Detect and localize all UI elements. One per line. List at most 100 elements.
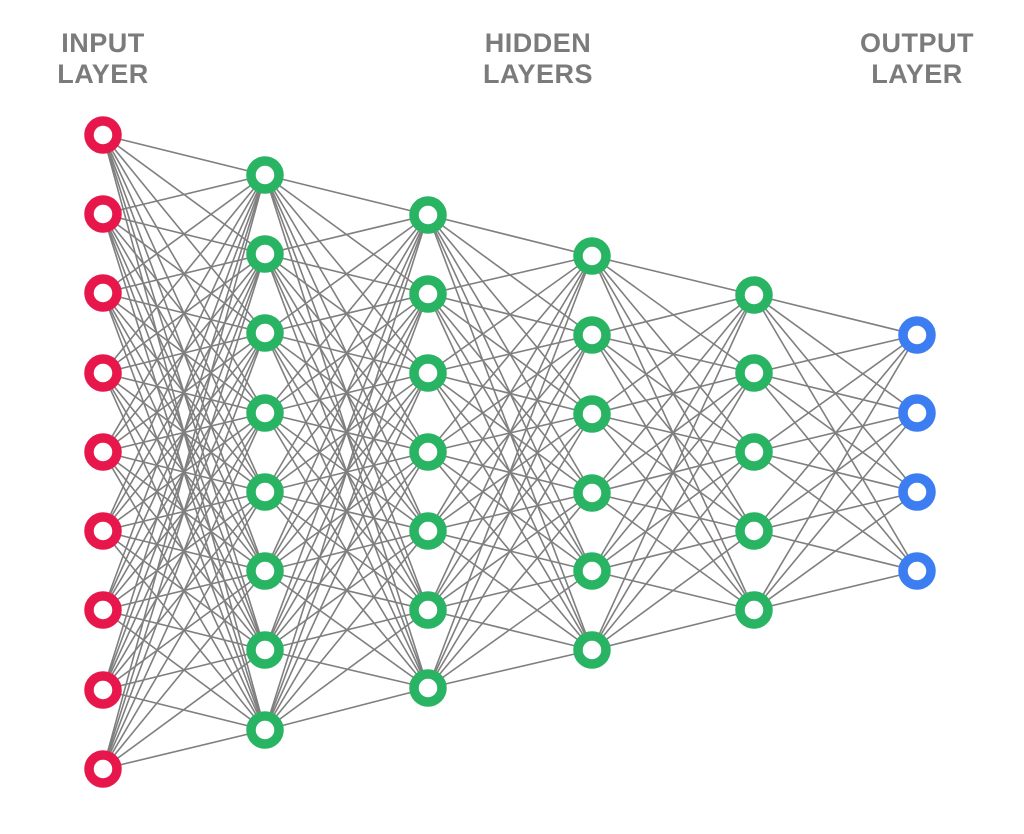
node-input-5 [84,433,122,471]
node-hidden-2-3 [409,354,447,392]
edge-hidden-1-to-hidden-2 [264,214,429,651]
edge-hidden-2-to-hidden-3 [427,334,593,689]
edge-hidden-2-to-hidden-3 [427,255,593,532]
node-hidden-3-3 [573,395,611,433]
edge-hidden-2-to-hidden-3 [427,649,593,689]
node-hidden-2-5 [409,512,447,550]
layer-hidden-3-nodes [573,237,611,669]
hidden-layers-label-line2: LAYERS [482,59,594,89]
node-hidden-1-1 [246,156,284,194]
edge-hidden-3-to-hidden-4 [591,609,755,651]
edge-input-to-hidden-1 [102,412,266,770]
input-layer-label-line1: INPUT [61,28,145,58]
edges-group [102,134,918,770]
edge-input-to-hidden-1 [102,491,266,770]
output-layer-label-line2: LAYER [871,59,963,89]
edge-hidden-2-to-hidden-3 [427,255,593,689]
edge-input-to-hidden-1 [102,174,266,374]
node-input-4 [84,354,122,392]
node-hidden-4-5 [735,591,773,629]
edge-hidden-1-to-hidden-2 [264,214,429,493]
node-output-1 [898,316,936,354]
layer-output-nodes [898,316,936,590]
layer-input-nodes [84,116,122,788]
layer-hidden-2-nodes [409,196,447,707]
node-hidden-1-2 [246,235,284,273]
edge-hidden-2-to-hidden-3 [427,570,593,689]
edge-hidden-1-to-hidden-2 [264,214,429,334]
edge-input-to-hidden-1 [102,332,266,770]
node-output-3 [898,473,936,511]
edge-hidden-3-to-hidden-4 [591,294,755,651]
edge-hidden-1-to-hidden-2 [264,214,429,414]
edge-hidden-1-to-hidden-2 [264,649,429,689]
edge-input-to-hidden-1 [102,174,266,532]
edge-hidden-3-to-hidden-4 [591,294,755,494]
node-hidden-2-6 [409,591,447,629]
edge-hidden-1-to-hidden-2 [264,530,429,731]
edge-hidden-4-to-output [753,334,918,374]
edge-hidden-3-to-hidden-4 [591,294,755,336]
layer-hidden-1-nodes [246,156,284,749]
node-hidden-2-2 [409,275,447,313]
edge-hidden-2-to-hidden-3 [427,492,593,689]
output-layer-label: OUTPUT LAYER [860,28,974,90]
edge-hidden-1-to-hidden-2 [264,214,429,255]
edge-hidden-2-to-hidden-3 [427,413,593,689]
edge-hidden-1-to-hidden-2 [264,214,429,731]
edge-input-to-hidden-1 [102,174,266,770]
node-input-8 [84,671,122,709]
node-hidden-1-8 [246,711,284,749]
node-hidden-2-4 [409,433,447,471]
edge-input-to-hidden-1 [102,253,266,770]
output-layer-label-line1: OUTPUT [860,28,974,58]
edge-hidden-1-to-hidden-2 [264,214,429,572]
node-hidden-3-4 [573,474,611,512]
edge-input-to-hidden-1 [102,649,266,770]
edge-input-to-hidden-1 [102,134,266,176]
node-hidden-4-3 [735,433,773,471]
input-layer-label-line2: LAYER [57,59,149,89]
edge-hidden-1-to-hidden-2 [264,293,429,731]
node-hidden-2-7 [409,669,447,707]
edge-hidden-1-to-hidden-2 [264,372,429,731]
layer-hidden-4-nodes [735,276,773,629]
edge-hidden-4-to-output [753,334,918,532]
edge-hidden-3-to-hidden-4 [591,294,755,415]
edge-hidden-1-to-hidden-2 [264,174,429,216]
edge-hidden-4-to-output [753,334,918,453]
node-output-2 [898,394,936,432]
node-input-9 [84,750,122,788]
edge-hidden-2-to-hidden-3 [427,214,593,257]
edge-hidden-4-to-output [753,334,918,611]
hidden-layers-label: HIDDEN LAYERS [483,28,593,90]
edge-hidden-4-to-output [753,412,918,611]
node-hidden-1-5 [246,473,284,511]
edge-hidden-3-to-hidden-4 [591,530,755,651]
edge-hidden-2-to-hidden-3 [427,255,593,295]
edge-hidden-1-to-hidden-2 [264,451,429,731]
edge-input-to-hidden-1 [102,174,266,611]
edge-input-to-hidden-1 [102,174,266,294]
node-hidden-3-1 [573,237,611,275]
node-hidden-1-7 [246,631,284,669]
edge-input-to-hidden-1 [102,174,266,691]
node-hidden-4-1 [735,276,773,314]
edge-hidden-3-to-hidden-4 [591,294,755,572]
input-layer-label: INPUT LAYER [57,28,149,90]
node-hidden-4-2 [735,354,773,392]
edge-hidden-2-to-hidden-3 [427,255,593,374]
edge-input-to-hidden-1 [102,174,266,215]
node-hidden-2-1 [409,196,447,234]
node-hidden-3-6 [573,631,611,669]
node-hidden-1-4 [246,394,284,432]
edge-hidden-2-to-hidden-3 [427,255,593,453]
edge-hidden-3-to-hidden-4 [591,372,755,651]
edge-hidden-4-to-output [753,570,918,611]
node-input-1 [84,116,122,154]
node-hidden-1-3 [246,314,284,352]
node-input-6 [84,512,122,550]
edge-input-to-hidden-1 [102,729,266,770]
